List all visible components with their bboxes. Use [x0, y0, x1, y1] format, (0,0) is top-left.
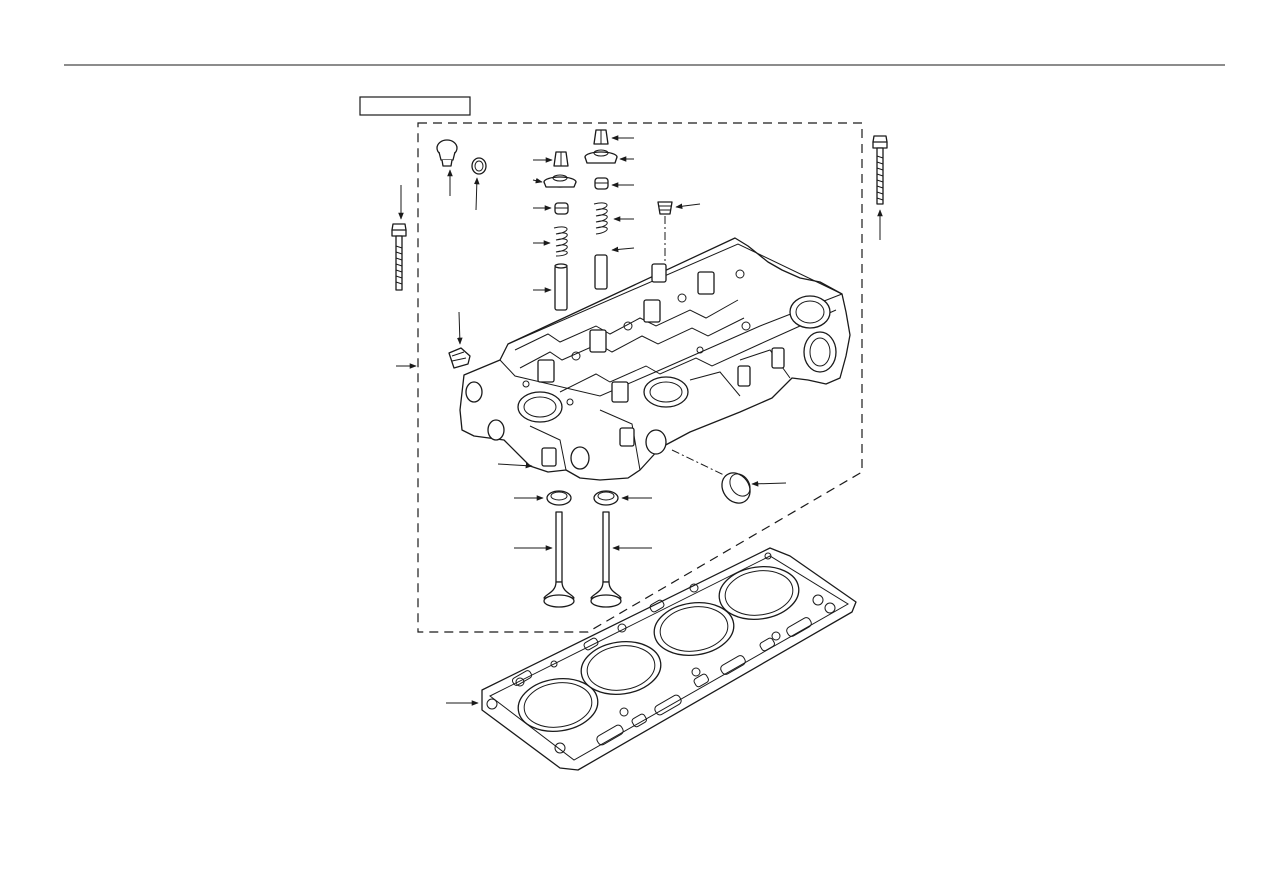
sealing-plug	[448, 311, 471, 369]
head-bolt-right	[872, 135, 888, 240]
valve-stem-seal-left	[533, 202, 569, 215]
plug-washer	[471, 157, 487, 211]
valve-guide-right	[594, 246, 635, 290]
valve-spring-retainer-right	[584, 149, 634, 164]
valve-spring-retainer-left	[532, 174, 577, 188]
valve-left	[514, 511, 575, 608]
cylinder-head	[459, 237, 851, 481]
valve-seat-right	[593, 490, 652, 506]
assembly-boundary	[417, 122, 863, 633]
valve-seat-left	[514, 490, 572, 506]
drain-plug	[436, 139, 458, 196]
head-bolt-left	[391, 185, 407, 291]
valve-spring-left	[533, 226, 568, 257]
figure-label-box	[359, 96, 471, 116]
threaded-plug	[657, 201, 701, 330]
valve-stem-seal-right	[594, 177, 634, 190]
cam-bore-seal	[721, 472, 787, 504]
valve-keepers-right	[593, 129, 634, 145]
valve-spring-right	[593, 202, 634, 235]
head-gasket	[446, 547, 857, 771]
valve-guide-left	[533, 263, 568, 311]
valve-keepers-left	[533, 151, 569, 167]
valve-right	[590, 511, 652, 608]
